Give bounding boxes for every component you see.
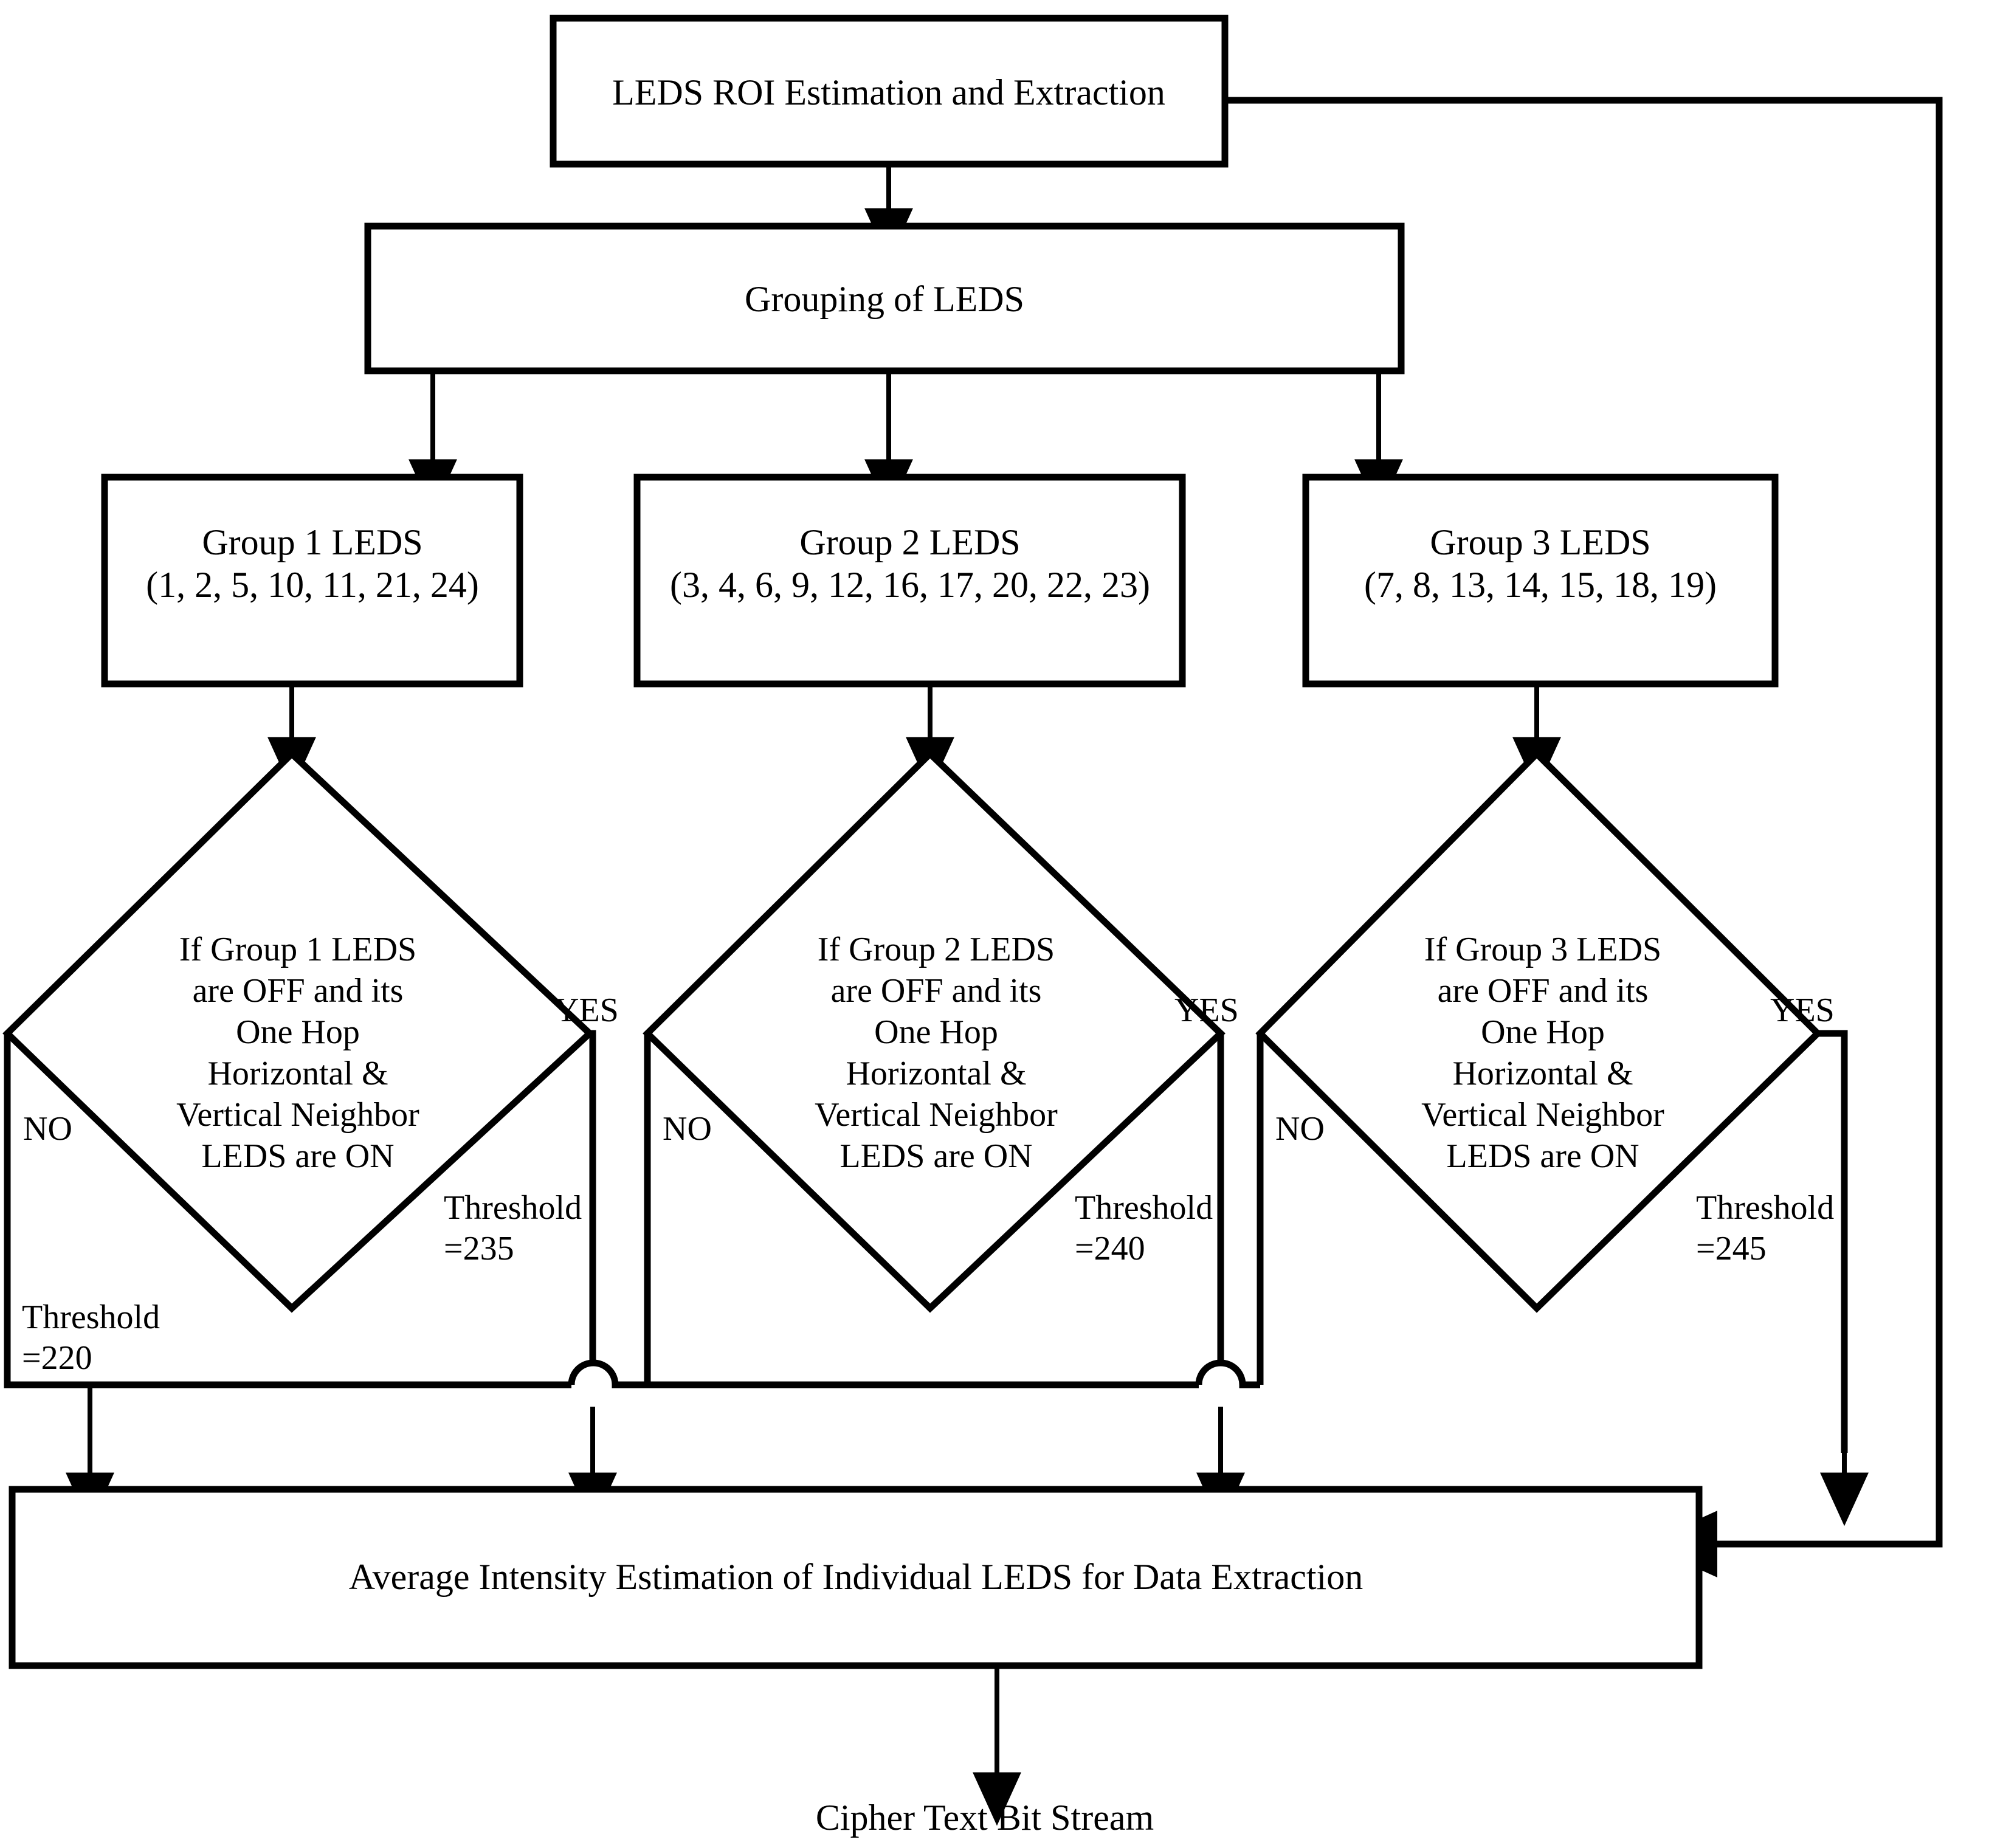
node-group1: Group 1 LEDS (1, 2, 5, 10, 11, 21, 24) — [101, 474, 523, 688]
node-roi-estimation: LEDS ROI Estimation and Extraction — [550, 15, 1229, 168]
label-decision1-no-threshold-1: Threshold — [22, 1298, 160, 1336]
label-decision3-no: NO — [1275, 1110, 1325, 1148]
label-decision1-yes-threshold-2: =235 — [444, 1230, 514, 1267]
node-roi-label: LEDS ROI Estimation and Extraction — [612, 72, 1165, 112]
node-decision2-line4: Horizontal & — [846, 1055, 1026, 1092]
node-decision2-line3: One Hop — [874, 1013, 998, 1051]
node-grouping: Grouping of LEDS — [364, 222, 1405, 374]
label-decision1-no: NO — [23, 1110, 72, 1148]
node-decision1: If Group 1 LEDS are OFF and its One Hop … — [2, 749, 595, 1313]
node-average-label: Average Intensity Estimation of Individu… — [349, 1557, 1363, 1597]
node-decision2: If Group 2 LEDS are OFF and its One Hop … — [643, 749, 1226, 1313]
edge-roi-to-average-feedback — [1225, 97, 1943, 1577]
label-decision1-no-threshold-2: =220 — [22, 1339, 92, 1377]
node-group3: Group 3 LEDS (7, 8, 13, 14, 15, 18, 19) — [1302, 474, 1779, 688]
node-decision2-line1: If Group 2 LEDS — [818, 931, 1055, 968]
node-group3-line2: (7, 8, 13, 14, 15, 18, 19) — [1364, 565, 1717, 605]
node-decision3: If Group 3 LEDS are OFF and its One Hop … — [1255, 749, 1822, 1313]
label-decision3-yes-threshold-2: =245 — [1696, 1230, 1767, 1267]
edge-decision1-no-path — [4, 1033, 571, 1388]
node-group2-line1: Group 2 LEDS — [799, 522, 1020, 562]
edge-hop-over-yes1 — [568, 1359, 647, 1388]
node-decision2-line6: LEDS are ON — [839, 1137, 1032, 1175]
node-decision3-line1: If Group 3 LEDS — [1424, 931, 1661, 968]
label-decision2-no: NO — [663, 1110, 712, 1148]
node-decision1-line5: Vertical Neighbor — [176, 1096, 419, 1134]
label-decision3-yes-threshold-1: Threshold — [1696, 1189, 1834, 1227]
node-decision1-line3: One Hop — [236, 1013, 360, 1051]
edge-decision2-no-path — [644, 1033, 1199, 1388]
edge-decision3-yes-path — [1818, 1030, 1848, 1453]
node-decision3-line5: Vertical Neighbor — [1421, 1096, 1664, 1134]
label-decision2-yes: YES — [1174, 991, 1239, 1029]
label-decision2-yes-threshold-2: =240 — [1075, 1230, 1145, 1267]
node-group1-line2: (1, 2, 5, 10, 11, 21, 24) — [146, 565, 479, 605]
node-decision3-line3: One Hop — [1481, 1013, 1605, 1051]
node-decision2-line5: Vertical Neighbor — [815, 1096, 1058, 1134]
node-decision3-line6: LEDS are ON — [1446, 1137, 1639, 1175]
node-decision2-line2: are OFF and its — [831, 972, 1042, 1010]
node-group1-line1: Group 1 LEDS — [202, 522, 422, 562]
node-group2-line2: (3, 4, 6, 9, 12, 16, 17, 20, 22, 23) — [670, 565, 1150, 605]
node-decision1-line1: If Group 1 LEDS — [179, 931, 416, 968]
node-decision3-line2: are OFF and its — [1438, 972, 1649, 1010]
node-decision3-line4: Horizontal & — [1452, 1055, 1633, 1092]
node-output-label: Cipher Text Bit Stream — [816, 1798, 1154, 1838]
label-decision1-yes: YES — [554, 991, 619, 1029]
edge-hop-over-yes2 — [1195, 1359, 1260, 1388]
node-average-intensity: Average Intensity Estimation of Individu… — [9, 1486, 1703, 1669]
node-decision1-line2: are OFF and its — [193, 972, 404, 1010]
node-group3-line1: Group 3 LEDS — [1430, 522, 1650, 562]
label-decision1-yes-threshold-1: Threshold — [444, 1189, 582, 1227]
node-decision1-line6: LEDS are ON — [201, 1137, 394, 1175]
label-decision3-yes: YES — [1770, 991, 1835, 1029]
label-decision2-yes-threshold-1: Threshold — [1075, 1189, 1213, 1227]
node-grouping-label: Grouping of LEDS — [745, 279, 1024, 319]
node-group2: Group 2 LEDS (3, 4, 6, 9, 12, 16, 17, 20… — [633, 474, 1186, 688]
node-decision1-line4: Horizontal & — [207, 1055, 388, 1092]
edge-decision1-yes-path — [589, 1030, 596, 1363]
